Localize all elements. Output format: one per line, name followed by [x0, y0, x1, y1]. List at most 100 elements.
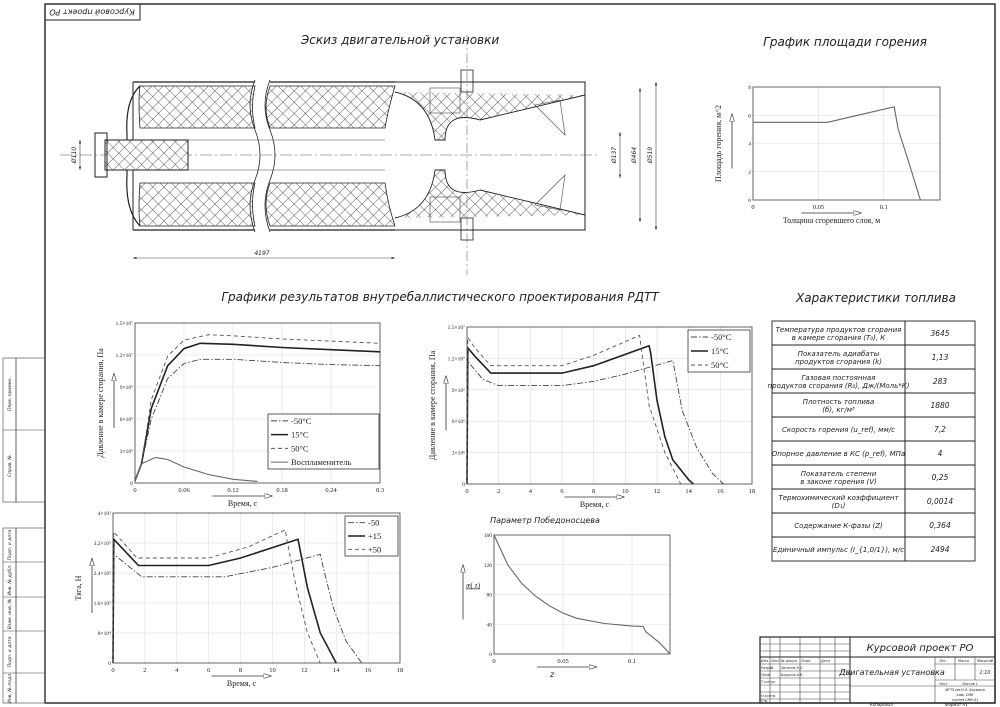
- x-tick-label: 16: [717, 488, 724, 495]
- corner-stamp: Курсовой проект РО: [44, 3, 141, 21]
- x-tick-label: 0.1: [880, 204, 888, 211]
- series-line-0: [466, 359, 724, 485]
- x-tick-label: 0: [492, 658, 495, 665]
- drawing-name: Двигательная установка: [838, 668, 945, 677]
- x-tick-label: 4: [529, 488, 533, 495]
- x-tick-label: 12: [301, 667, 308, 674]
- x-tick-label: 14: [685, 488, 692, 495]
- x-tick-label: 18: [397, 667, 404, 674]
- legend-label: -50: [368, 518, 379, 528]
- plot-frame: [134, 322, 381, 484]
- x-tick-label: 0.3: [376, 487, 384, 494]
- plot-frame: [752, 86, 941, 201]
- y-tick-label: 1.2×10⁷: [448, 356, 465, 362]
- mass-label: Масса: [958, 659, 969, 663]
- y-tick-label: 0: [108, 661, 111, 667]
- dim-length: 4197: [254, 250, 269, 257]
- dim-igniter-diameter: Ø110: [71, 147, 78, 164]
- x-tick-label: 0: [751, 204, 754, 211]
- y-axis-label: Площадь горения, м^2: [714, 105, 723, 182]
- side-stamps: Перв. примен. Справ. № Подп. и дата Инв.…: [2, 357, 46, 704]
- fuel-property-label: Скорость горения (u_ref), мм/с: [782, 426, 895, 434]
- y-axis-label: æ( z): [466, 582, 481, 590]
- x-tick-label: 2: [497, 488, 500, 495]
- x-tick-label: 12: [654, 488, 661, 495]
- fuel-property-label: Газовая постоянная: [802, 374, 876, 382]
- stamp-sign-date: Подп. и дата: [7, 529, 13, 560]
- legend-label: -50°C: [711, 332, 732, 342]
- fuel-property-label: (б), кг/м³: [822, 406, 855, 414]
- grain-bottom: [138, 182, 256, 227]
- org-name: МГТУ им.Н.Э. Баумана: [945, 688, 984, 692]
- y-axis-label: Давление в камере сгорания, Па: [96, 348, 105, 458]
- developer-name: Зиганов К.С.: [781, 666, 804, 670]
- series-line-2: [112, 529, 321, 664]
- x-axis-label: z: [549, 670, 555, 679]
- fuel-property-label: Плотность топлива: [803, 398, 875, 406]
- scale-label: Масштаб: [977, 659, 993, 663]
- chart-legend: -50+15+50: [344, 515, 399, 557]
- dim-throat-diameter: Ø137: [611, 147, 618, 164]
- fuel-property-label: Единичный импульс (I_{1,0/1}), м/с: [773, 546, 904, 554]
- fuel-property-label: (D₁): [832, 502, 846, 510]
- role-developer: Разраб.: [761, 666, 774, 670]
- x-axis-label: Толщина сгоревшего слоя, м: [783, 216, 880, 225]
- y-tick-label: 6: [748, 113, 751, 119]
- fuel-property-label: продуктов сгорания (k): [795, 358, 882, 366]
- x-tick-label: 6: [207, 667, 211, 674]
- motor-sketch: Ø110 4197 Ø137 Ø464 Ø519: [60, 35, 658, 275]
- y-tick-label: 120: [484, 563, 493, 569]
- y-tick-label: 2: [748, 170, 751, 176]
- org-dept: каф. СМ6: [957, 693, 974, 697]
- fuel-table-row: Содержание К-фазы (Z) 0,364: [771, 512, 976, 538]
- y-tick-label: 3×10⁶: [452, 451, 465, 457]
- y-tick-label: 3×10⁶: [120, 449, 133, 455]
- fuel-property-label: в законе горения (V): [800, 478, 877, 486]
- x-tick-label: 0.12: [227, 487, 238, 494]
- fuel-property-value: 0,364: [929, 521, 951, 530]
- y-tick-label: 0: [748, 198, 751, 204]
- chart-title: Параметр Победоносцева: [490, 516, 600, 525]
- x-tick-label: 16: [365, 667, 372, 674]
- stamp-dup-inv: Инв. № дубл.: [7, 565, 13, 596]
- fuel-property-label: в камере сгорания (T₀), К: [792, 334, 887, 342]
- fuel-title: Характеристики топлива: [795, 291, 956, 305]
- fuel-property-label: Содержание К-фазы (Z): [794, 522, 883, 530]
- y-tick-label: 6×10⁶: [120, 417, 133, 423]
- fuel-property-value: 2494: [930, 545, 949, 554]
- plot-frame: [493, 534, 671, 655]
- role-norm-control: Н.контр.: [761, 694, 776, 698]
- role-checker: Пров.: [761, 673, 771, 677]
- y-tick-label: 40: [487, 622, 493, 628]
- fuel-property-label: Показатель степени: [801, 470, 877, 478]
- fuel-property-label: Показатель адиабаты: [798, 350, 880, 358]
- x-tick-label: 2: [143, 667, 146, 674]
- nozzle-top: [394, 91, 586, 141]
- series-line-2: [466, 334, 682, 485]
- y-tick-label: 1.2×10⁷: [116, 353, 133, 359]
- stamp-orig-inv: Инв. № подл.: [7, 672, 13, 703]
- y-tick-label: 1.5×10⁷: [448, 325, 465, 331]
- x-tick-label: 8: [592, 488, 595, 495]
- fuel-property-label: Температура продуктов сгорания: [776, 326, 902, 334]
- series-line-1: [134, 342, 381, 482]
- y-tick-label: 0: [130, 481, 133, 487]
- legend-label: 15°C: [291, 430, 309, 440]
- x-tick-label: 0.06: [178, 487, 190, 494]
- chart-legend: -50°C15°C50°C: [687, 329, 751, 373]
- y-tick-label: 2.4×10⁵: [94, 571, 111, 577]
- fuel-property-value: 7,2: [934, 425, 946, 434]
- x-tick-label: 10: [622, 488, 629, 495]
- y-tick-label: 8×10⁴: [98, 631, 111, 637]
